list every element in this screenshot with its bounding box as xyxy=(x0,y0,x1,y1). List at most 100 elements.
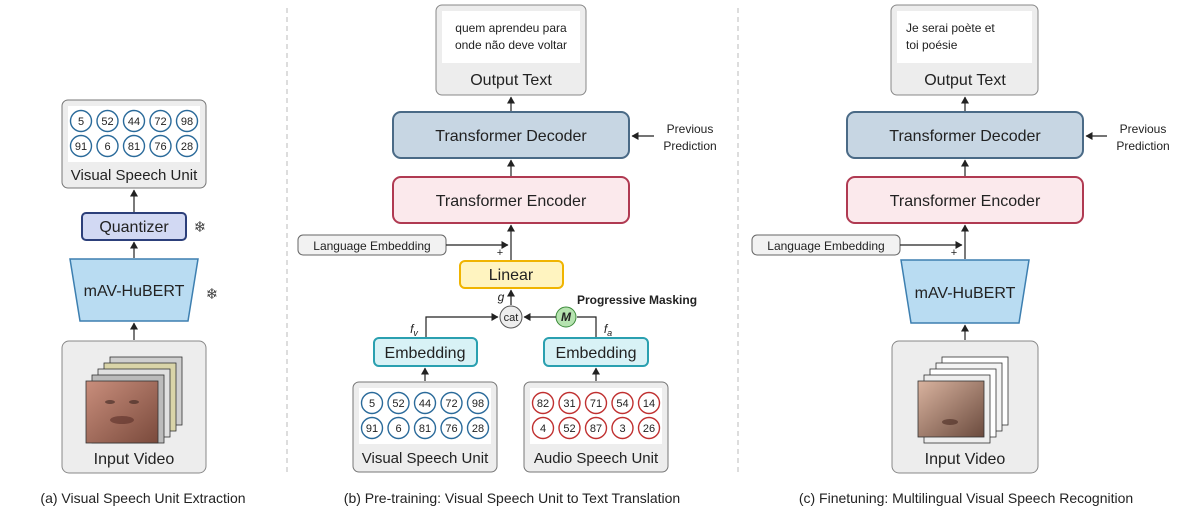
speech-unit-value: 44 xyxy=(128,116,140,128)
fv-connector xyxy=(425,313,499,337)
embedding-audio xyxy=(543,337,649,367)
transformer-decoder-label: Transformer Decoder xyxy=(435,128,587,145)
fa-connector xyxy=(577,316,597,337)
progressive-masking-label: Progressive Masking xyxy=(577,293,697,307)
fa-label: fa xyxy=(604,322,612,338)
speech-unit-circle xyxy=(96,134,119,158)
mav-hubert-label-c: mAV-HuBERT xyxy=(915,285,1016,302)
speech-unit-circle xyxy=(149,109,172,133)
mask-symbol: M xyxy=(561,310,572,324)
speech-unit-value: 5 xyxy=(369,398,375,410)
output-text-label-c: Output Text xyxy=(924,72,1006,89)
speech-unit-circle xyxy=(360,416,384,440)
transformer-decoder xyxy=(392,111,630,159)
speech-unit-circle xyxy=(96,109,119,133)
output-text-line-1: quem aprendeu para xyxy=(455,21,567,35)
linear-label: Linear xyxy=(489,267,534,284)
embedding-visual xyxy=(373,337,478,367)
previous-prediction-line-1: Previous xyxy=(667,122,714,136)
transformer-encoder-c xyxy=(846,176,1084,224)
speech-unit-value: 6 xyxy=(395,423,401,435)
snowflake-icon: ❄ xyxy=(206,286,219,303)
speech-unit-circle xyxy=(360,391,384,415)
face-frame xyxy=(85,380,159,444)
speech-unit-value: 91 xyxy=(75,141,87,153)
language-embedding-label: Language Embedding xyxy=(313,239,430,253)
embedding-visual-label: Embedding xyxy=(385,345,466,362)
linear-box xyxy=(459,260,564,289)
speech-unit-circle xyxy=(122,134,146,158)
plus-sign-c: + xyxy=(951,247,957,259)
speech-unit-circle xyxy=(611,391,634,415)
speech-unit-circle xyxy=(175,109,199,133)
input-video-label-c: Input Video xyxy=(925,451,1006,468)
caption-a: (a) Visual Speech Unit Extraction xyxy=(40,490,245,506)
speech-unit-value: 28 xyxy=(181,141,193,153)
speech-unit-value: 98 xyxy=(472,398,484,410)
cat-label: cat xyxy=(504,312,519,324)
transformer-encoder-label: Transformer Encoder xyxy=(436,193,587,210)
speech-unit-value: 98 xyxy=(181,116,193,128)
speech-unit-value: 81 xyxy=(419,423,431,435)
snowflake-icon: ❄ xyxy=(194,219,207,236)
previous-prediction-line-2: Prediction xyxy=(663,139,716,153)
speech-unit-value: 28 xyxy=(472,423,484,435)
speech-unit-value: 5 xyxy=(78,116,84,128)
speech-unit-value: 31 xyxy=(563,398,575,410)
speech-unit-circle xyxy=(440,391,463,415)
speech-unit-circle xyxy=(531,416,555,440)
speech-unit-circle xyxy=(558,416,581,440)
speech-unit-value: 4 xyxy=(540,423,546,435)
visual-speech-unit-title: Visual Speech Unit xyxy=(71,167,198,184)
speech-unit-value: 44 xyxy=(419,398,431,410)
speech-unit-circle xyxy=(69,134,93,158)
g-label: g xyxy=(498,290,505,304)
speech-unit-circle xyxy=(584,416,608,440)
speech-unit-circle xyxy=(149,134,172,158)
cat-node xyxy=(499,305,523,329)
speech-unit-value: 81 xyxy=(128,141,140,153)
previous-prediction-line-1-c: Previous xyxy=(1120,122,1167,136)
speech-unit-value: 52 xyxy=(563,423,575,435)
transformer-decoder-c xyxy=(846,111,1084,159)
speech-unit-circle xyxy=(387,416,410,440)
output-text-label: Output Text xyxy=(470,72,552,89)
speech-unit-value: 3 xyxy=(619,423,625,435)
speech-unit-value: 54 xyxy=(616,398,628,410)
speech-unit-value: 76 xyxy=(154,141,166,153)
speech-unit-value: 72 xyxy=(445,398,457,410)
quantizer-box xyxy=(81,212,187,241)
speech-unit-value: 52 xyxy=(392,398,404,410)
transformer-decoder-label-c: Transformer Decoder xyxy=(889,128,1041,145)
speech-unit-value: 6 xyxy=(104,141,110,153)
speech-unit-circle xyxy=(466,416,490,440)
speech-unit-circle xyxy=(122,109,146,133)
transformer-encoder xyxy=(392,176,630,224)
video-frames-c xyxy=(917,356,1009,444)
caption-c: (c) Finetuning: Multilingual Visual Spee… xyxy=(799,490,1133,506)
quantizer-label: Quantizer xyxy=(99,219,169,236)
speech-unit-value: 91 xyxy=(366,423,378,435)
mav-hubert-encoder xyxy=(69,258,199,322)
speech-unit-circle xyxy=(440,416,463,440)
input-video-label: Input Video xyxy=(94,451,175,468)
speech-unit-circle xyxy=(175,134,199,158)
speech-unit-circle xyxy=(387,391,410,415)
previous-prediction-line-2-c: Prediction xyxy=(1116,139,1169,153)
speech-unit-circle xyxy=(558,391,581,415)
panel-c: Je serai poète et toi poésie Output Text… xyxy=(751,4,1170,506)
output-text-line-1-c: Je serai poète et xyxy=(906,21,995,35)
speech-unit-circle xyxy=(531,391,555,415)
speech-unit-circle xyxy=(611,416,634,440)
speech-unit-value: 71 xyxy=(590,398,602,410)
speech-unit-value: 82 xyxy=(537,398,549,410)
plus-sign: + xyxy=(497,247,503,259)
speech-unit-circle xyxy=(413,391,437,415)
speech-unit-circle xyxy=(637,416,661,440)
speech-unit-value: 26 xyxy=(643,423,655,435)
